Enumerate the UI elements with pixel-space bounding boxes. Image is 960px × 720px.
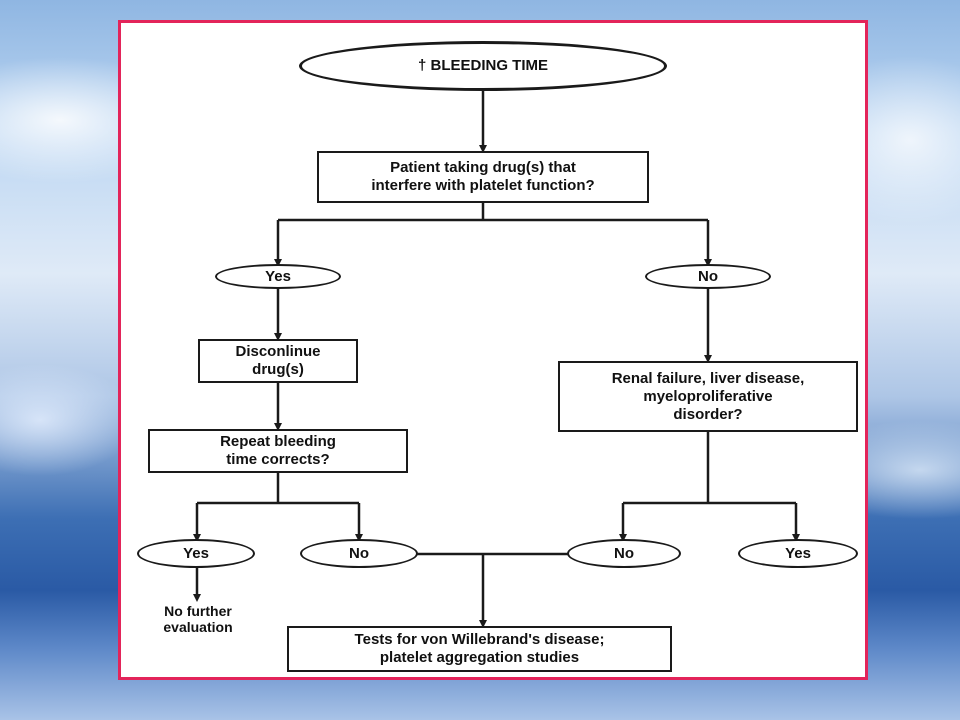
yes-oval-bottom-left: Yes <box>137 539 255 568</box>
repeat-bleeding-time-box: Repeat bleeding time corrects? <box>148 429 408 473</box>
yes-oval-bottom-right: Yes <box>738 539 858 568</box>
tests-von-willebrand-box: Tests for von Willebrand's disease; plat… <box>287 626 672 672</box>
no-oval-bottom-right: No <box>567 539 681 568</box>
flowchart-frame: † BLEEDING TIME Patient taking drug(s) t… <box>118 20 868 680</box>
start-oval-bleeding-time: † BLEEDING TIME <box>299 41 667 91</box>
no-further-evaluation-label: No further evaluation <box>163 603 233 635</box>
question-drugs-box: Patient taking drug(s) that interfere wi… <box>317 151 649 203</box>
renal-liver-disorder-box: Renal failure, liver disease, myeloproli… <box>558 361 858 432</box>
discontinue-drugs-box: Disconlinue drug(s) <box>198 339 358 383</box>
no-oval-bottom-left: No <box>300 539 418 568</box>
flowchart-connectors <box>193 91 800 628</box>
no-oval-right: No <box>645 264 771 289</box>
yes-oval-left: Yes <box>215 264 341 289</box>
